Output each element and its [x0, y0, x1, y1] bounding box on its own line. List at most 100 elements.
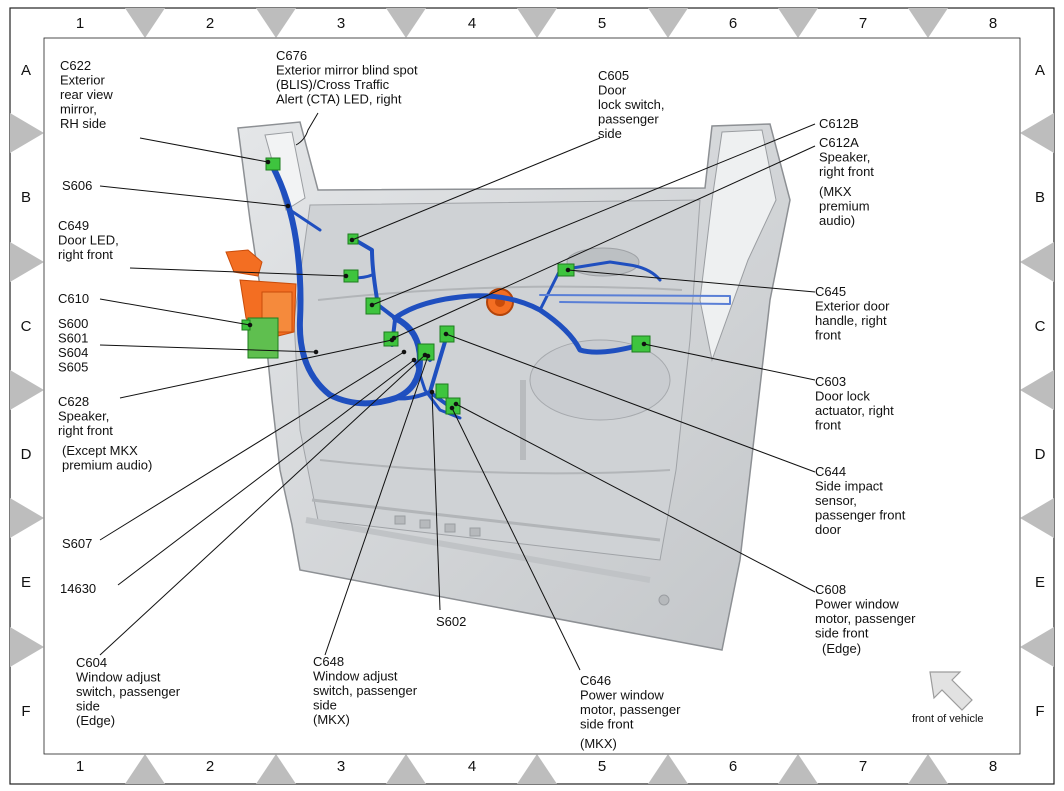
grid-label: 8 — [989, 15, 997, 32]
frame-marker — [125, 754, 165, 784]
grid-label: 7 — [859, 15, 867, 32]
callout-c612b: C612B — [819, 116, 859, 131]
callout-line: Power window — [815, 597, 899, 612]
grid-label: 2 — [206, 758, 214, 775]
grid-label: B — [21, 189, 31, 206]
callout-line: motor, passenger — [580, 702, 681, 717]
grid-label: C — [1035, 318, 1046, 335]
callout-line: Alert (CTA) LED, right — [276, 92, 402, 107]
grid-label: 4 — [468, 758, 476, 775]
callout-line: side — [598, 126, 622, 141]
callout-line: switch, passenger — [76, 684, 181, 699]
frame-marker — [10, 242, 44, 282]
grid-label: 1 — [76, 758, 84, 775]
grid-label: B — [1035, 189, 1045, 206]
callout-line: sensor, — [815, 493, 857, 508]
grid-label: 3 — [337, 15, 345, 32]
callout-line: motor, passenger — [815, 611, 916, 626]
callout-line: S606 — [62, 178, 92, 193]
callout-line: switch, passenger — [313, 683, 418, 698]
frame-marker — [386, 754, 426, 784]
frame-marker — [908, 754, 948, 784]
front-arrow-icon — [929, 671, 973, 711]
grid-label: 8 — [989, 758, 997, 775]
frame-marker — [386, 8, 426, 38]
callout-line: front — [815, 418, 841, 433]
callout-line: C604 — [76, 655, 107, 670]
callout-line: S601 — [58, 331, 88, 346]
callout-line: C612B — [819, 116, 859, 131]
grid-label: 3 — [337, 758, 345, 775]
grid-label: E — [21, 574, 31, 591]
grid-label: C — [21, 318, 32, 335]
frame-marker — [10, 370, 44, 410]
frame-marker — [517, 754, 557, 784]
callout-line: S605 — [58, 360, 88, 375]
callout-line: Window adjust — [313, 669, 398, 684]
callout-line: right front — [819, 164, 874, 179]
callout-line: C645 — [815, 284, 846, 299]
callout-line: door — [815, 522, 842, 537]
frame-marker — [1020, 113, 1054, 153]
grid-label: E — [1035, 574, 1045, 591]
callout-line: Window adjust — [76, 670, 161, 685]
callout-c604-note: (Edge) — [76, 713, 115, 728]
frame-marker — [10, 113, 44, 153]
callout-line: C605 — [598, 68, 629, 83]
callout-line: mirror, — [60, 102, 97, 117]
front-of-vehicle-label: front of vehicle — [912, 713, 984, 725]
callout-line: Speaker, — [58, 409, 109, 424]
callout-line: S607 — [62, 536, 92, 551]
callout-line: 14630 — [60, 581, 96, 596]
grid-label: 5 — [598, 15, 606, 32]
callout-line: handle, right — [815, 313, 887, 328]
frame-marker — [1020, 498, 1054, 538]
frame-marker — [256, 8, 296, 38]
grid-label: F — [1035, 703, 1044, 720]
callout-line: rear view — [60, 87, 113, 102]
frame-marker — [125, 8, 165, 38]
callout-line: C676 — [276, 48, 307, 63]
callout-line: passenger — [598, 112, 659, 127]
callout-line: Exterior mirror blind spot — [276, 63, 418, 78]
callout-line: Door — [598, 83, 627, 98]
callout-line: C648 — [313, 654, 344, 669]
callout-line: right front — [58, 247, 113, 262]
grid-label: A — [1035, 62, 1045, 79]
callout-line: Exterior door — [815, 299, 890, 314]
grid-label: F — [21, 703, 30, 720]
callout-line: (MKX) — [580, 736, 617, 751]
callout-14630: 14630 — [60, 581, 96, 596]
frame-marker — [1020, 370, 1054, 410]
callout-line: (MKX — [819, 184, 852, 199]
frame-marker — [10, 627, 44, 667]
frame-inner — [43, 37, 1021, 755]
frame-marker — [1020, 242, 1054, 282]
callout-line: Exterior — [60, 73, 105, 88]
callout-line: C628 — [58, 394, 89, 409]
callout-line: side — [76, 699, 100, 714]
frame-marker — [10, 498, 44, 538]
frame-marker — [648, 8, 688, 38]
callout-line: (BLIS)/Cross Traffic — [276, 77, 390, 92]
grid-label: 1 — [76, 15, 84, 32]
frame-marker — [256, 754, 296, 784]
door-panel — [237, 121, 791, 651]
grid-label: 6 — [729, 758, 737, 775]
callout-line: side — [313, 698, 337, 713]
callout-line: side front — [815, 626, 869, 641]
